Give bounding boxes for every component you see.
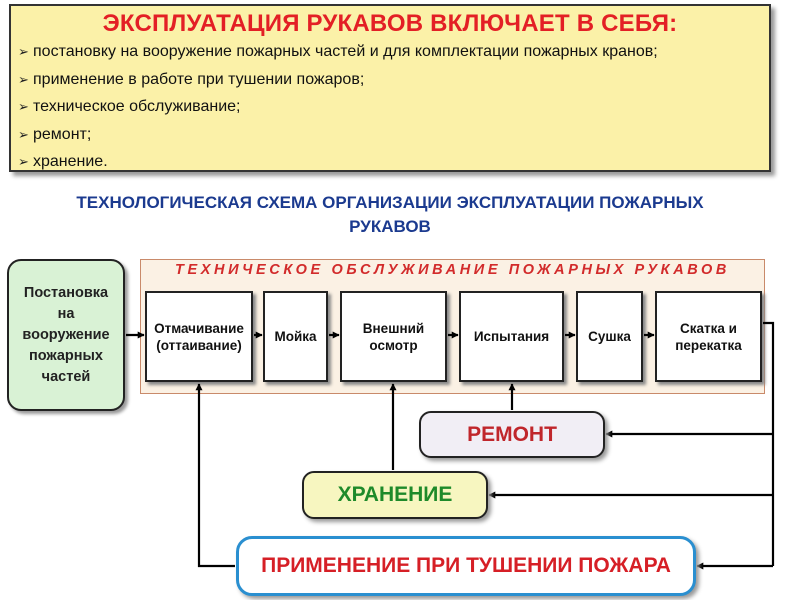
- firefighting-usage-node: ПРИМЕНЕНИЕ ПРИ ТУШЕНИИ ПОЖАРА: [236, 536, 696, 596]
- step-label: Отмачивание: [154, 320, 244, 336]
- start-node-label: на: [57, 305, 75, 322]
- summary-item-text: применение в работе при тушении пожаров;: [33, 70, 365, 88]
- step-testing: Испытания: [459, 291, 564, 382]
- step-label: Скатка и: [680, 320, 737, 336]
- summary-item: ➢ постановку на вооружение пожарных часте…: [18, 40, 658, 68]
- arrow-bullet-icon: ➢: [18, 99, 29, 114]
- repair-node: РЕМОНТ: [419, 411, 605, 458]
- arrow-usage-to-soaking: [195, 383, 235, 568]
- line-rolling-to-right-rail: [763, 321, 775, 566]
- arrow-bullet-icon: ➢: [18, 154, 29, 169]
- maintenance-frame-label: ТЕХНИЧЕСКОЕ ОБСЛУЖИВАНИЕ ПОЖАРНЫХ РУКАВО…: [175, 262, 730, 278]
- step-label: осмотр: [369, 337, 418, 353]
- step-label: (оттаивание): [156, 337, 242, 353]
- step-washing: Мойка: [263, 291, 328, 382]
- summary-item: ➢ хранение.: [18, 150, 658, 178]
- step-label: Мойка: [274, 329, 317, 344]
- arrow-bullet-icon: ➢: [18, 71, 29, 87]
- arrow-bullet-icon: ➢: [18, 126, 29, 142]
- summary-list: ➢постановку на вооружение пожарных часте…: [18, 40, 658, 178]
- schema-title-line: РУКАВОВ: [349, 217, 431, 236]
- start-node-label: вооружение: [22, 326, 110, 343]
- arrow-bullet-icon: ➢: [18, 44, 29, 59]
- storage-node: ХРАНЕНИЕ: [302, 471, 488, 519]
- summary-item-text: постановку на вооружение пожарных частей…: [33, 43, 658, 60]
- step-soaking: Отмачивание(оттаивание): [145, 291, 253, 382]
- summary-item-text: техническое обслуживание;: [33, 98, 241, 115]
- schema-title-line: ТЕХНОЛОГИЧЕСКАЯ СХЕМА ОРГАНИЗАЦИИ ЭКСПЛУ…: [76, 193, 704, 212]
- summary-item-text: хранение.: [33, 153, 108, 170]
- start-node-label: пожарных: [28, 347, 103, 364]
- summary-item: ➢применение в работе при тушении пожаров…: [18, 68, 658, 96]
- step-label: Испытания: [473, 329, 550, 344]
- start-node-label: частей: [41, 368, 91, 385]
- summary-item: ➢ техническое обслуживание;: [18, 95, 658, 123]
- step-label: Внешний: [362, 320, 425, 336]
- summary-title: ЭКСПЛУАТАЦИЯ РУКАВОВ ВКЛЮЧАЕТ В СЕБЯ:: [102, 10, 678, 37]
- schema-title: ТЕХНОЛОГИЧЕСКАЯ СХЕМА ОРГАНИЗАЦИИ ЭКСПЛУ…: [30, 191, 750, 239]
- operations-summary-box: ЭКСПЛУАТАЦИЯ РУКАВОВ ВКЛЮЧАЕТ В СЕБЯ: ➢п…: [9, 4, 771, 172]
- step-label: перекатка: [675, 337, 742, 353]
- summary-item-text: ремонт;: [33, 125, 92, 143]
- step-drying: Сушка: [576, 291, 643, 382]
- start-node-commissioning: Постановка на вооружение пожарных частей: [7, 259, 125, 411]
- step-label: Сушка: [588, 329, 631, 344]
- summary-item: ➢ремонт;: [18, 123, 658, 151]
- start-node-label: Постановка: [23, 284, 109, 301]
